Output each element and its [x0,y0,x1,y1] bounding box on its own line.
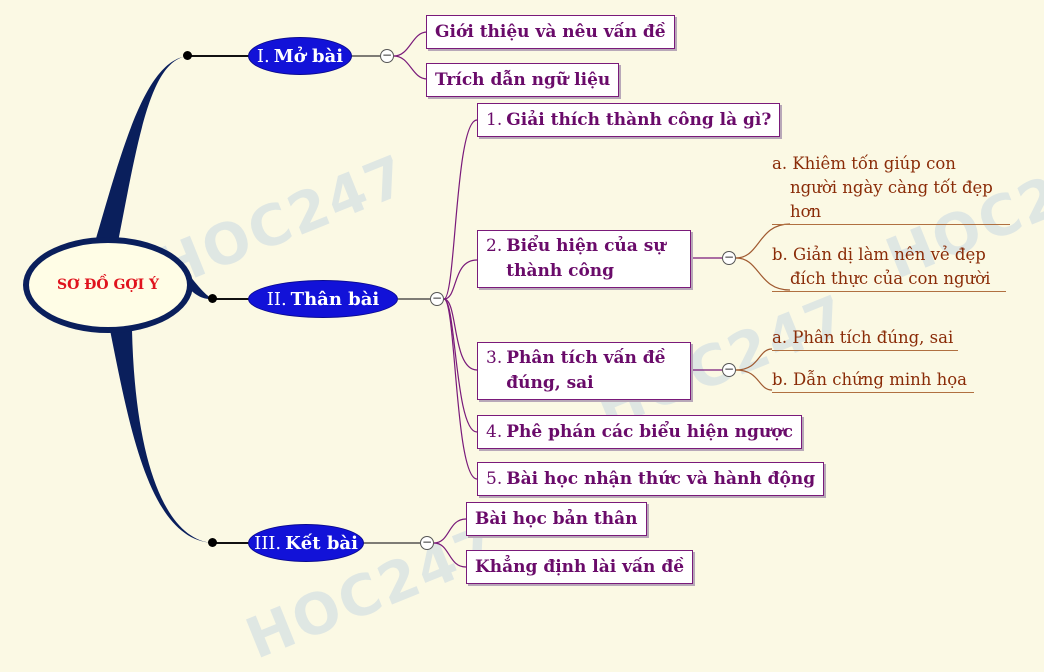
topic-box[interactable]: Trích dẫn ngữ liệu [426,63,620,97]
topic-number: 1. [486,110,503,130]
topic-box[interactable]: 5. Bài học nhận thức và hành động [477,462,825,496]
leaf-line: đích thực của con người [790,269,991,288]
collapse-button[interactable]: − [380,48,394,63]
trunk-branch-ket-bai [110,330,213,543]
section-title: Kết bài [285,532,358,554]
subtopic-leaf[interactable]: b. Dẫn chứng minh họa [772,368,974,393]
topic-box[interactable]: 2. Biểu hiện của sự thành công [477,230,691,288]
subtopic-leaf[interactable]: b. Giản dị làm nên vẻ đẹp đích thực của … [772,243,1006,292]
leaf-line: b. Giản dị làm nên vẻ đẹp [772,245,986,264]
topic-number: 4. [486,422,503,442]
topic-label-line2: thành công [506,261,615,281]
topic-label: Trích dẫn ngữ liệu [435,70,611,90]
section-title: Mở bài [273,45,344,67]
topic-label-line1: Biểu hiện của sự [506,236,666,256]
leaf-line: a. Phân tích đúng, sai [772,328,954,347]
section-number: I. [256,45,270,67]
leaf-line: hơn [790,202,822,221]
connector-dot [208,294,217,303]
topic-label: Giải thích thành công là gì? [506,110,772,130]
topic-label: Giới thiệu và nêu vấn đề [435,22,666,42]
collapse-button[interactable]: − [722,362,736,377]
topic-label: Phê phán các biểu hiện ngược [506,422,793,442]
section-number: III. [254,532,282,554]
section-ket-bai[interactable]: III. Kết bài [248,524,364,562]
topic-box[interactable]: 1. Giải thích thành công là gì? [477,103,781,137]
connector-dot [208,538,217,547]
section-mo-bai[interactable]: I. Mở bài [248,37,352,75]
leaf-line: người ngày càng tốt đẹp [790,178,993,197]
topic-box[interactable]: Khẳng định lài vấn đề [466,550,694,584]
topic-box[interactable]: Bài học bản thân [466,502,647,536]
leaf-line: b. Dẫn chứng minh họa [772,370,968,389]
topic-number: 5. [486,469,503,489]
topic-box[interactable]: 3. Phân tích vấn đề đúng, sai [477,342,691,400]
topic-box[interactable]: Giới thiệu và nêu vấn đề [426,15,675,49]
trunk-branch-mo-bai [95,56,188,242]
collapse-button[interactable]: − [420,535,434,550]
topic-number: 2. [486,236,503,256]
subtopic-leaf[interactable]: a. Phân tích đúng, sai [772,326,958,351]
collapse-button[interactable]: − [722,250,736,265]
subtopic-leaf[interactable]: a. Khiêm tốn giúp con người ngày càng tố… [772,152,1010,225]
topic-label: Bài học bản thân [475,509,638,529]
root-node: SƠ ĐỒ GỢI Ý [23,237,193,333]
topic-label: Bài học nhận thức và hành động [506,469,816,489]
topic-box[interactable]: 4. Phê phán các biểu hiện ngược [477,415,802,449]
collapse-button[interactable]: − [430,291,444,306]
mindmap-connectors [95,31,791,568]
section-title: Thân bài [290,288,380,310]
root-label: SƠ ĐỒ GỢI Ý [56,277,160,293]
leaf-line: a. Khiêm tốn giúp con [772,154,956,173]
topic-label-line1: Phân tích vấn đề [506,348,666,368]
connector-dot [183,51,192,60]
section-than-bai[interactable]: II. Thân bài [248,280,398,318]
topic-number: 3. [486,348,503,368]
section-number: II. [266,288,287,310]
topic-label-line2: đúng, sai [506,373,594,393]
topic-label: Khẳng định lài vấn đề [475,557,685,577]
